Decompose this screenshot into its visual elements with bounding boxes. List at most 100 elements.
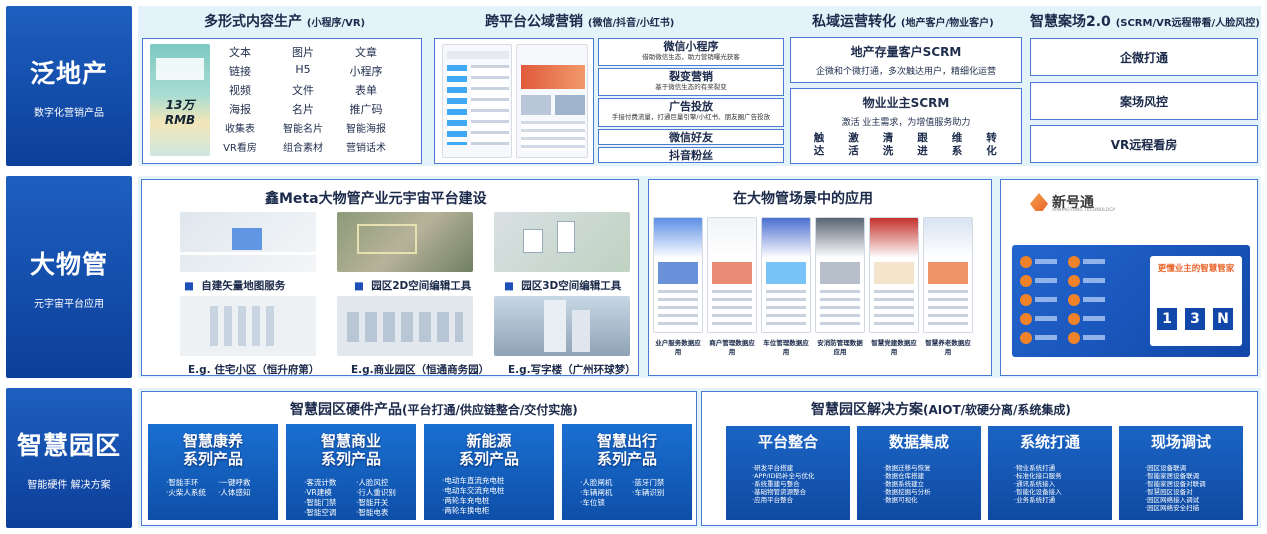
marketing-item[interactable]: 裂变营销基于微信生态的有奖裂变 bbox=[598, 68, 784, 96]
app-screen-block bbox=[874, 262, 914, 284]
private-sub: (地产客户/物业客户) bbox=[900, 18, 994, 29]
tool-caption-3d: ■ 园区3D空间编辑工具 bbox=[504, 280, 622, 292]
service-icon-label-line bbox=[1035, 316, 1057, 321]
marketing-item-desc: 借助微信生态，助力营销曝光获客 bbox=[642, 53, 740, 61]
meta-title: 鑫Meta大物管产业元宇宙平台建设 bbox=[265, 191, 487, 207]
app-screenshot bbox=[653, 217, 703, 333]
service-icon-label-line bbox=[1083, 335, 1105, 340]
hardware-card-line: ·车辆闸机 bbox=[580, 488, 613, 497]
hardware-card-title-1: 新能源 bbox=[466, 432, 512, 450]
marketing-item-title: 微信好友 bbox=[669, 131, 713, 144]
row-subtitle: 数字化营销产品 bbox=[34, 107, 104, 119]
park-3d-image bbox=[494, 212, 630, 272]
hardware-title: 智慧园区硬件产品 bbox=[290, 402, 402, 418]
hardware-card-line: ·火柴人系统 bbox=[166, 488, 206, 497]
case-item-risk-control[interactable]: 案场风控 bbox=[1030, 82, 1258, 120]
hardware-card[interactable]: 智慧康养系列产品·智能手环·一键呼救·火柴人系统·人体感知 bbox=[148, 424, 278, 520]
marketing-section-title: 跨平台公域营销 (微信/抖音/小红书) bbox=[485, 11, 674, 31]
solution-card-title: 系统打通 bbox=[1019, 433, 1080, 451]
brand-card-title: 更懂业主的智慧管家 bbox=[1157, 264, 1235, 274]
brand-logo-sub: XINHAOTONG TECHNOLOGY bbox=[1052, 208, 1116, 213]
solution-card[interactable]: 平台整合·研发平台搭建 ·APP/ID码补全与优化 ·系统重建与整合 ·基础物管… bbox=[726, 426, 850, 520]
hardware-card[interactable]: 新能源系列产品·电动车直流充电桩·电动车交流充电桩·两轮车充电桩·两轮车换电柜 bbox=[424, 424, 554, 520]
solution-title: 智慧园区解决方案 bbox=[811, 402, 923, 418]
private-box-2-desc: 激活 业主需求，为增值服务助力 bbox=[841, 118, 971, 128]
solution-sub: (AIOT/软硬分离/系统集成) bbox=[923, 403, 1071, 417]
app-screen-lines bbox=[658, 290, 698, 326]
private-verb-1: 激活 bbox=[848, 132, 859, 157]
marketing-item-title: 裂变营销 bbox=[669, 70, 713, 83]
hardware-card-title-2: 系列产品 bbox=[458, 450, 519, 468]
poster-text: 13万RMB bbox=[164, 98, 196, 127]
app-screen-block bbox=[820, 262, 860, 284]
hardware-card-line: ·两轮车换电柜 bbox=[442, 506, 490, 515]
example-residential: E.g. 住宅小区（恒升府第） bbox=[188, 364, 320, 376]
hardware-card-line: ·智能电表 bbox=[356, 508, 389, 517]
marketing-item-title: 广告投放 bbox=[669, 100, 713, 113]
app-screen-lines bbox=[928, 290, 968, 326]
content-sub: (小程序/VR) bbox=[306, 18, 366, 29]
content-type-item: 组合素材 bbox=[283, 143, 323, 154]
private-verb-3: 跟进 bbox=[917, 132, 928, 157]
content-type-item: VR看房 bbox=[223, 143, 257, 154]
app-caption: 商户管理数据应用 bbox=[709, 339, 755, 356]
hardware-card[interactable]: 智慧出行系列产品·人脸闸机·蓝牙门禁·车辆闸机·车辆识别·车位锁 bbox=[562, 424, 692, 520]
app-screenshot bbox=[707, 217, 757, 333]
content-type-item: 小程序 bbox=[349, 65, 383, 78]
solution-card[interactable]: 现场调试·园区设备联调 ·智能家居设备联调 ·智能家居设备对联调 ·智慧园区设备… bbox=[1119, 426, 1243, 520]
hardware-card-line: ·车辆识别 bbox=[632, 488, 665, 497]
hardware-card-title-2: 系列产品 bbox=[596, 450, 657, 468]
hardware-card-title: 智慧商业系列产品 bbox=[286, 432, 416, 468]
case-item-wecom[interactable]: 企微打通 bbox=[1030, 38, 1258, 76]
hardware-card-line: ·两轮车充电桩 bbox=[442, 496, 490, 505]
formula-badge: 3 bbox=[1185, 308, 1205, 330]
hardware-card-title-2: 系列产品 bbox=[320, 450, 381, 468]
marketing-item[interactable]: 广告投放手接付费流量，打通巨量引擎/小红书、朋友圈广告投放 bbox=[598, 98, 784, 127]
service-icon bbox=[1020, 256, 1032, 268]
marketing-item-desc: 基于微信生态的有奖裂变 bbox=[655, 83, 727, 91]
service-icon-label-line bbox=[1083, 297, 1105, 302]
service-icon bbox=[1020, 275, 1032, 287]
case-title: 智慧案场2.0 bbox=[1030, 14, 1111, 30]
hardware-card-line: ·行人重识别 bbox=[356, 488, 396, 497]
hardware-section-title: 智慧园区硬件产品(平台打通/供应链整合/交付实施) bbox=[290, 399, 578, 419]
commercial-model-image bbox=[337, 296, 473, 356]
service-icon bbox=[1020, 294, 1032, 306]
service-icon bbox=[1068, 275, 1080, 287]
hardware-sub: (平台打通/供应链整合/交付实施) bbox=[402, 403, 578, 417]
hardware-card-line: ·电动车直流充电桩 bbox=[442, 476, 505, 485]
tool-label: 园区2D空间编辑工具 bbox=[371, 280, 472, 292]
hardware-card-line: ·车位锁 bbox=[580, 498, 605, 507]
marketing-item[interactable]: 抖音粉丝 bbox=[598, 147, 784, 163]
marketing-sub: (微信/抖音/小红书) bbox=[587, 18, 675, 29]
hardware-card-line: ·人脸风控 bbox=[356, 478, 389, 487]
solution-card[interactable]: 系统打通·物业系统打通 ·标准化接口服务 ·通讯系统接入 ·智能化设备接入 ·业… bbox=[988, 426, 1112, 520]
phone-screenshot-1 bbox=[442, 44, 512, 158]
solution-card[interactable]: 数据集成·数据迁移与恢复 ·数据仓库搭建 ·数据系统建立 ·数据挖掘与分析 ·数… bbox=[857, 426, 981, 520]
app-screen-block bbox=[766, 262, 806, 284]
app-screenshot bbox=[815, 217, 865, 333]
content-title: 多形式内容生产 bbox=[204, 14, 302, 30]
content-type-item: H5 bbox=[295, 63, 311, 76]
marketing-item[interactable]: 微信小程序借助微信生态，助力营销曝光获客 bbox=[598, 38, 784, 66]
marketing-item[interactable]: 微信好友 bbox=[598, 129, 784, 145]
hardware-card[interactable]: 智慧商业系列产品·客流计数·人脸风控·VR建模·行人重识别·智能门禁·智能开关·… bbox=[286, 424, 416, 520]
private-verb-5: 转化 bbox=[986, 132, 997, 157]
app-screenshot bbox=[923, 217, 973, 333]
hardware-card-line: ·智能手环 bbox=[166, 478, 199, 487]
hardware-card-line: ·人脸闸机 bbox=[580, 478, 613, 487]
solution-card-lines: ·研发平台搭建 ·APP/ID码补全与优化 ·系统重建与整合 ·基础物管资源整合… bbox=[752, 464, 815, 504]
service-icon-label-line bbox=[1035, 335, 1057, 340]
content-type-item: 智能名片 bbox=[283, 124, 323, 135]
hardware-card-title-1: 智慧商业 bbox=[320, 432, 381, 450]
app-screen-block bbox=[658, 262, 698, 284]
case-item-vr-viewing[interactable]: VR远程看房 bbox=[1030, 125, 1258, 163]
app-caption: 车位管理数据应用 bbox=[763, 339, 809, 356]
example-office: E.g.写字楼（广州环球梦） bbox=[508, 364, 636, 376]
tool-caption-2d: ■ 园区2D空间编辑工具 bbox=[354, 280, 472, 292]
private-verb-2: 清洗 bbox=[882, 132, 894, 157]
content-type-item: 表单 bbox=[355, 84, 377, 97]
hardware-card-line: ·智能空调 bbox=[304, 508, 337, 517]
row-subtitle: 元宇宙平台应用 bbox=[34, 298, 104, 310]
service-icon-label-line bbox=[1083, 259, 1105, 264]
